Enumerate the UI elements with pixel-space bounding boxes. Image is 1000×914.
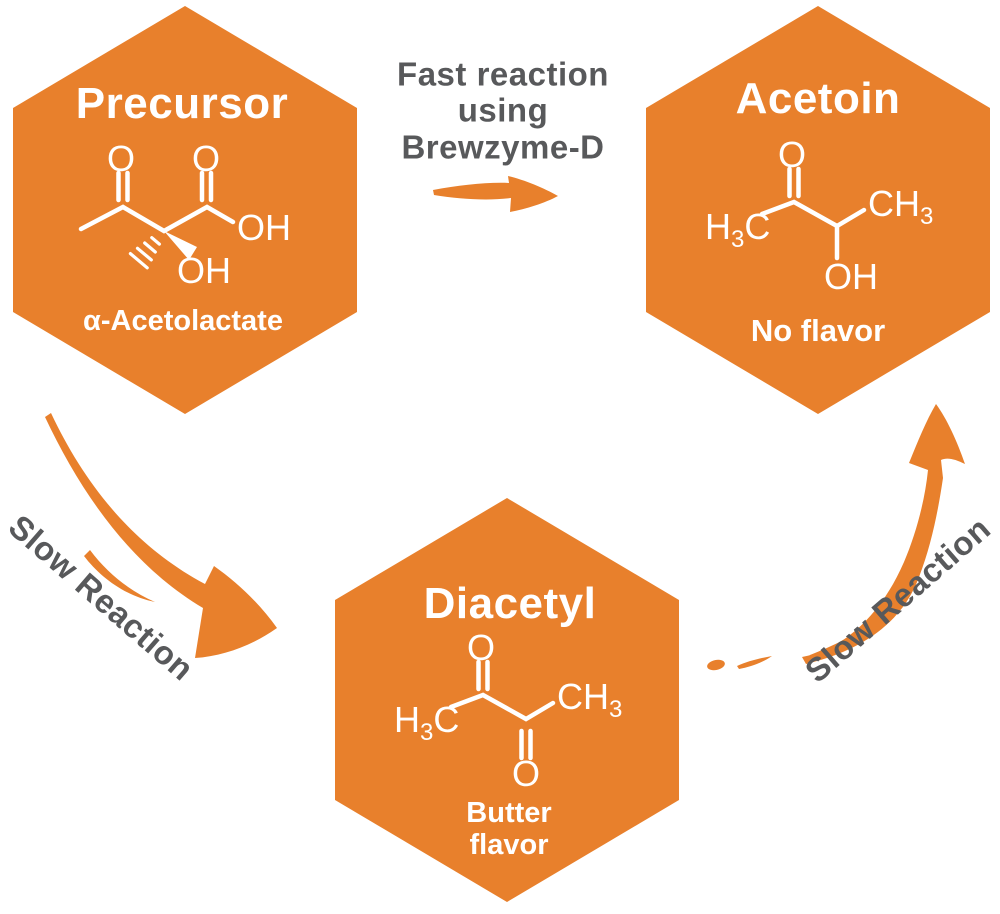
diacetyl-title: Diacetyl [423,578,597,628]
diacetyl-h3c-label: H3C [394,699,459,746]
precursor-solid-wedge-bond [164,231,197,260]
acetoin-caption: No flavor [750,312,886,348]
precursor-acid-double-bond [199,170,214,203]
diacetyl-caption-line-2: flavor [469,829,549,861]
precursor-hashed-wedge-bond [128,236,161,270]
precursor-acid-oxygen-label: O [192,138,220,179]
precursor-ketone-oxygen-label: O [107,138,135,179]
slow-right-arrow-stroke [802,404,965,664]
acetoin-hexagon [646,6,990,414]
diacetyl-caption-line-1: Butter [466,797,552,830]
slow-left-arrow-accent [84,550,155,602]
fast-reaction-label: Fast reaction using Brewzyme-D [397,55,609,166]
diacetyl-structure: O O H3C CH3 [394,627,622,794]
diacetyl-bottom-double-bond [519,728,533,761]
precursor-acid-hydroxyl-label: OH [237,207,291,248]
acetoin-backbone-bonds [759,199,867,229]
precursor-structure: O O OH OH [78,138,291,291]
diacetyl-caption: Butter flavor [466,797,552,862]
precursor-title: Precursor [75,78,289,128]
diacetyl-bottom-oxygen-label: O [512,753,540,794]
fast-reaction-label-line-1: Fast reaction [397,55,609,93]
acetoin-structure: O H3C CH3 OH [705,134,933,297]
diacetyl-backbone-bonds [448,692,556,722]
diacetyl-hexagon [335,498,679,902]
precursor-hydroxyl-label: OH [177,250,231,291]
precursor-hexagon [13,6,357,414]
slow-reaction-right-arrow [707,404,965,671]
acetoin-h3c-label: H3C [705,206,770,253]
precursor-ketone-double-bond [116,170,130,203]
slow-right-arrow-dash-2 [737,656,772,669]
acetoin-ketone-double-bond [787,166,801,199]
acetoin-ch3-label: CH3 [868,183,933,230]
fast-reaction-label-line-3: Brewzyme-D [401,128,605,166]
fast-reaction-arrow [433,176,558,212]
acetoin-title: Acetoin [735,73,901,123]
diacetyl-top-double-bond [476,659,490,692]
diacetyl-ch3-label: CH3 [557,676,622,723]
precursor-caption: α-Acetolactate [83,305,283,338]
acetoin-hydroxyl-label: OH [824,256,878,297]
slow-reaction-left-arrow [45,413,277,658]
acetoin-oxygen-label: O [778,134,806,175]
slow-left-arrow-stroke [45,413,277,658]
slow-right-arrow-dash-1 [707,659,725,671]
fast-reaction-label-line-2: using [457,91,549,129]
diacetyl-top-oxygen-label: O [467,627,495,668]
